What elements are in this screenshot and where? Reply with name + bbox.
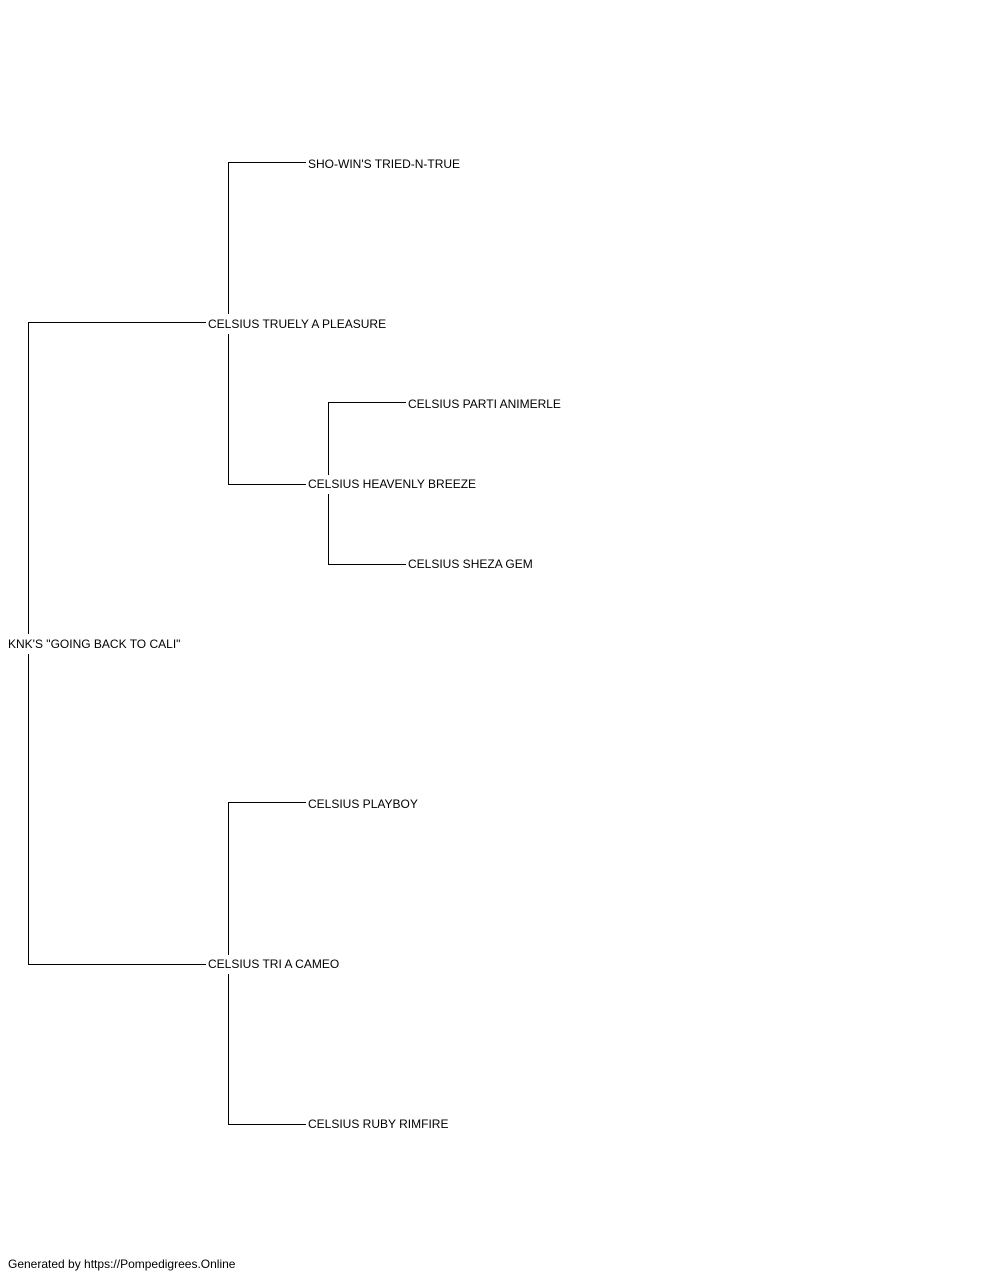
connector-sire-dam xyxy=(228,334,306,485)
connector-sire-sire xyxy=(228,162,306,314)
pedigree-node-sire: CELSIUS TRUELY A PLEASURE xyxy=(208,317,387,331)
connector-dam-sire xyxy=(228,802,306,955)
pedigree-node-sire-dam: CELSIUS HEAVENLY BREEZE xyxy=(308,477,477,491)
pedigree-node-dam: CELSIUS TRI A CAMEO xyxy=(208,957,340,971)
pedigree-node-sire-dam-dam: CELSIUS SHEZA GEM xyxy=(408,557,533,571)
pedigree-node-sire-sire: SHO-WIN'S TRIED-N-TRUE xyxy=(308,157,461,171)
pedigree-node-dam-dam: CELSIUS RUBY RIMFIRE xyxy=(308,1117,449,1131)
connector-sire-dam-sire xyxy=(328,402,406,475)
pedigree-node-dam-sire: CELSIUS PLAYBOY xyxy=(308,797,418,811)
connector-sire-dam-dam xyxy=(328,494,406,565)
connector-subject-dam xyxy=(28,654,206,965)
generated-by-footer: Generated by https://Pompedigrees.Online xyxy=(8,1257,236,1271)
pedigree-node-subject: KNK'S "GOING BACK TO CALI" xyxy=(8,637,181,651)
pedigree-node-sire-dam-sire: CELSIUS PARTI ANIMERLE xyxy=(408,397,561,411)
connector-subject-sire xyxy=(28,322,206,634)
connector-dam-dam xyxy=(228,974,306,1125)
